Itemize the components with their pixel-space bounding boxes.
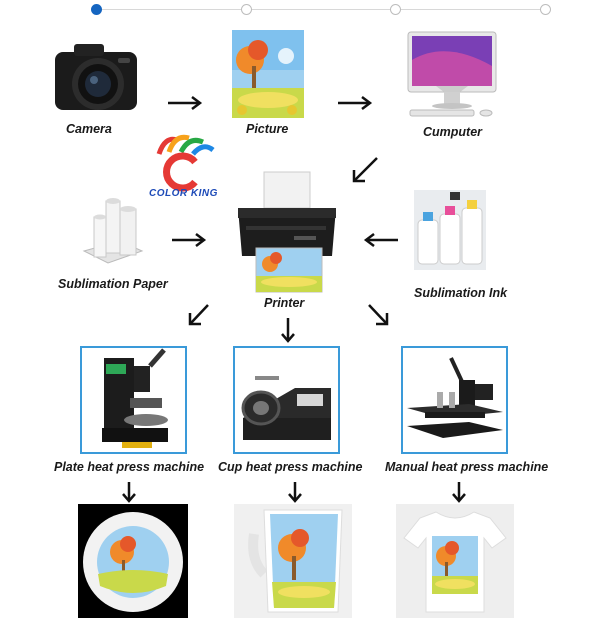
camera-icon <box>52 36 142 116</box>
color-king-logo: COLOR KING <box>147 132 225 202</box>
arrow-cup-to-product <box>287 480 303 504</box>
manual-press-icon <box>401 346 508 454</box>
plate-product-icon <box>78 504 188 618</box>
mug-product-icon <box>234 504 352 618</box>
printer-icon <box>232 170 342 294</box>
computer-icon <box>406 30 498 118</box>
printer-label: Printer <box>264 296 305 310</box>
cup-press-icon <box>233 346 340 454</box>
arrow-paper-to-printer <box>170 232 208 248</box>
ink-bottles-icon <box>414 190 486 270</box>
picture-label: Picture <box>246 122 289 136</box>
arrow-plate-to-product <box>121 480 137 504</box>
manual-machine-label: Manual heat press machine <box>385 460 549 474</box>
plate-machine-label: Plate heat press machine <box>54 460 205 474</box>
picture-icon <box>232 30 304 118</box>
computer-label: Cumputer <box>423 125 483 139</box>
arrow-printer-to-plate <box>186 302 212 328</box>
ink-label: Sublimation Ink <box>414 286 508 300</box>
paper-label: Sublimation Paper <box>58 277 168 291</box>
camera-label: Camera <box>66 122 112 136</box>
carousel-dot-4[interactable] <box>540 4 551 15</box>
arrow-manual-to-product <box>451 480 467 504</box>
carousel-dot-3[interactable] <box>390 4 401 15</box>
arrow-printer-to-manual <box>366 302 392 328</box>
logo-text: COLOR KING <box>149 188 218 199</box>
paper-rolls-icon <box>82 195 148 265</box>
arrow-camera-to-picture <box>166 95 204 111</box>
carousel-track <box>96 9 546 10</box>
tshirt-product-icon <box>396 504 514 618</box>
carousel-dot-1[interactable] <box>91 4 102 15</box>
arrow-printer-to-cup <box>280 316 296 344</box>
arrow-picture-to-computer <box>336 95 374 111</box>
arrow-ink-to-printer <box>362 232 400 248</box>
cup-machine-label: Cup heat press machine <box>218 460 363 474</box>
plate-press-icon <box>80 346 187 454</box>
carousel-dot-2[interactable] <box>241 4 252 15</box>
arrow-computer-to-printer <box>350 156 380 184</box>
